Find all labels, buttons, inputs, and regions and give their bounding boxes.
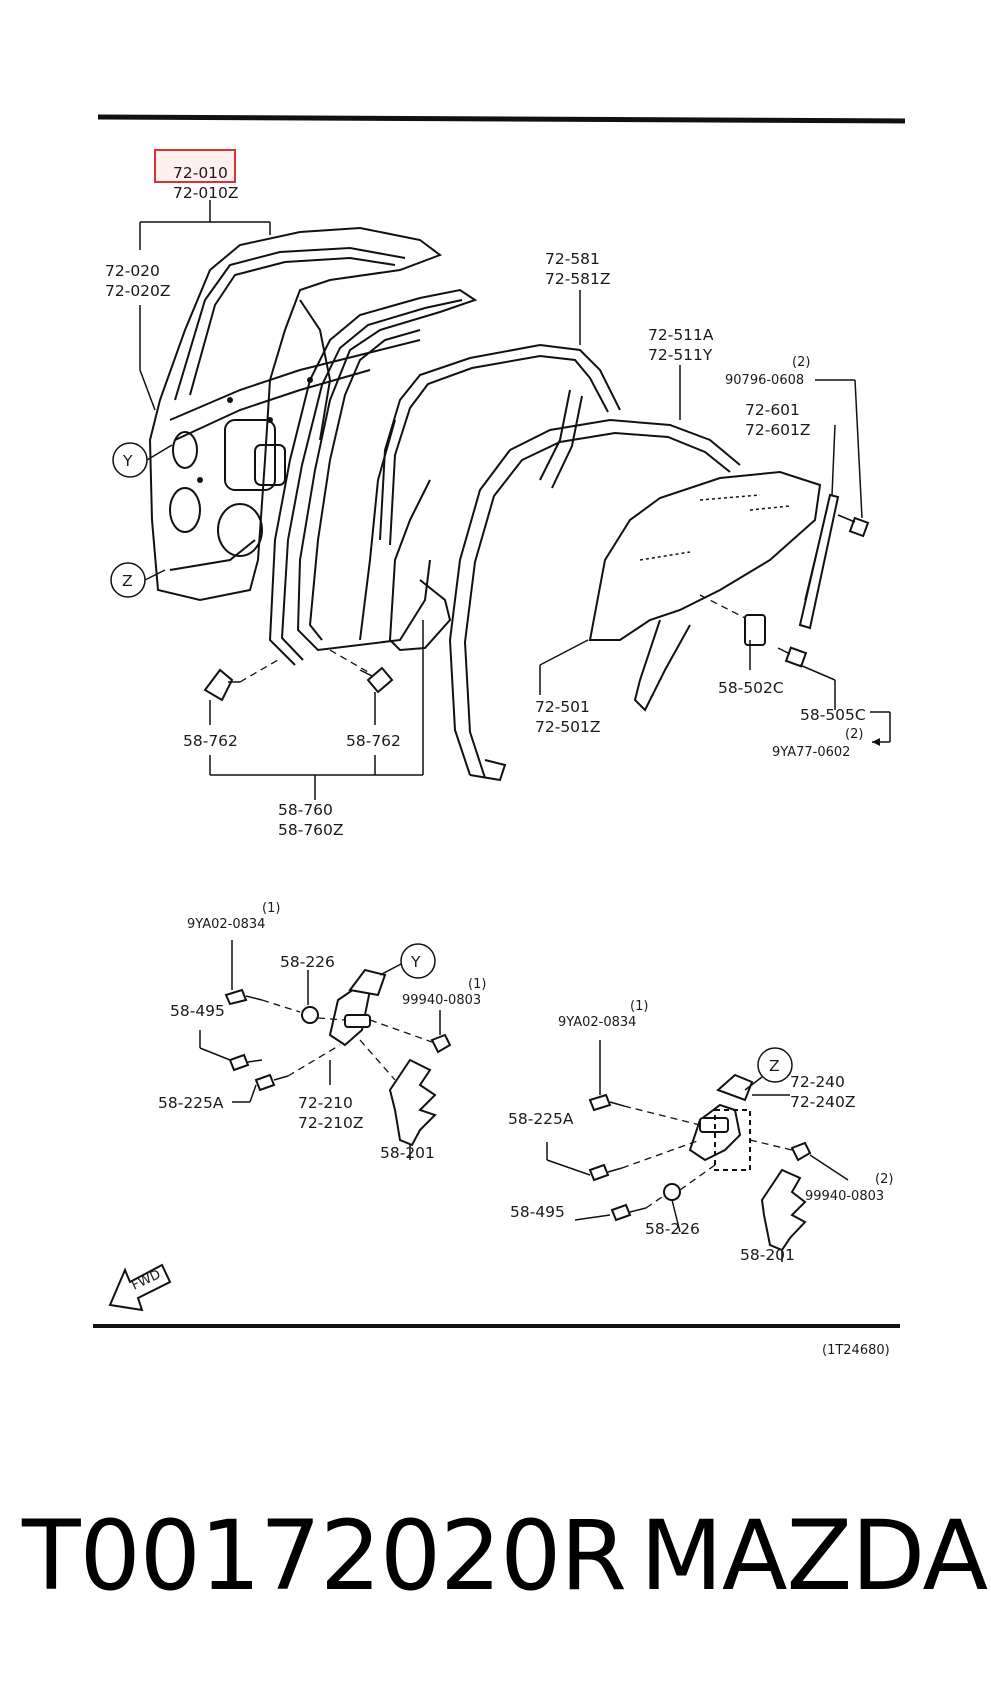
label-72-601: 72-601 [745,401,800,419]
part-number: T00172020R [22,1500,627,1612]
callout-z2-label: Z [769,1057,780,1075]
label-72-511a: 72-511A [648,326,714,344]
hinge-y [224,968,452,1147]
bracket-58-502c [744,614,808,668]
label-72-020z: 72-020Z [105,282,171,300]
label-qty-2a: (2) [792,355,810,370]
glass-run [359,343,621,652]
hinge-z-leaders [546,1040,849,1262]
hinge-z [588,1073,812,1252]
label-58-762-left: 58-762 [183,732,238,750]
callout-z2-circle [757,1047,793,1083]
label-58-505c: 58-505C [800,706,866,724]
label-72-511y: 72-511Y [648,346,713,364]
label-72-501: 72-501 [535,698,590,716]
label-9ya77-0602: 9YA77-0602 [772,745,850,760]
rear-channel [798,493,870,630]
trim-seal [268,288,478,666]
hinge-y-leaders [199,940,441,1160]
label-58-495-a: 58-495 [170,1002,225,1020]
label-qty-2c: (2) [875,1172,893,1187]
label-58-226-b: 58-226 [645,1220,700,1238]
clip-left [203,668,240,702]
label-58-760: 58-760 [278,801,333,819]
label-qty-1b: (1) [468,977,486,992]
label-qty-2b: (2) [845,727,863,742]
label-58-225a-a: 58-225A [158,1094,224,1112]
label-72-501z: 72-501Z [535,718,601,736]
clip-right [359,666,394,694]
label-9ya02-0834-b: 9YA02-0834 [558,1015,636,1030]
label-90796-0608: 90796-0608 [725,373,804,388]
label-99940-0803-a: 99940-0803 [402,993,481,1008]
label-72-210: 72-210 [298,1094,353,1112]
label-qty-1c: (1) [630,999,648,1014]
label-58-201-a: 58-201 [380,1144,435,1162]
label-72-010: 72-010 [173,164,228,182]
callout-y2-circle [400,943,436,979]
leader-lines [139,200,891,800]
label-9ya02-0834-a: 9YA02-0834 [187,917,265,932]
label-58-760z: 58-760Z [278,821,344,839]
label-58-502c: 58-502C [718,679,784,697]
door-shell [148,226,443,602]
label-58-226-a: 58-226 [280,953,335,971]
label-72-581z: 72-581Z [545,270,611,288]
callout-z-label: Z [122,572,133,590]
label-58-762-right: 58-762 [346,732,401,750]
door-glass [588,470,822,712]
label-72-581: 72-581 [545,250,600,268]
outer-weatherstrip [448,418,741,782]
label-72-601z: 72-601Z [745,421,811,439]
highlight-box [154,149,236,183]
brand-name: MAZDA [640,1500,988,1612]
label-58-225a-b: 58-225A [508,1110,574,1128]
reference-code: (1T24680) [822,1343,890,1358]
label-qty-1a: (1) [262,901,280,916]
label-58-495-b: 58-495 [510,1203,565,1221]
callout-y2-label: Y [410,953,421,971]
footer: T00172020R MAZDA [0,1500,991,1620]
label-72-210z: 72-210Z [298,1114,364,1132]
label-72-020: 72-020 [105,262,160,280]
callout-y-label: Y [122,452,133,470]
label-99940-0803-b: 99940-0803 [805,1189,884,1204]
label-72-240z: 72-240Z [790,1093,856,1111]
label-72-010z: 72-010Z [173,184,239,202]
top-rule [97,114,906,124]
label-58-201-b: 58-201 [740,1246,795,1264]
label-72-240: 72-240 [790,1073,845,1091]
fwd-arrow-icon [108,1263,172,1312]
